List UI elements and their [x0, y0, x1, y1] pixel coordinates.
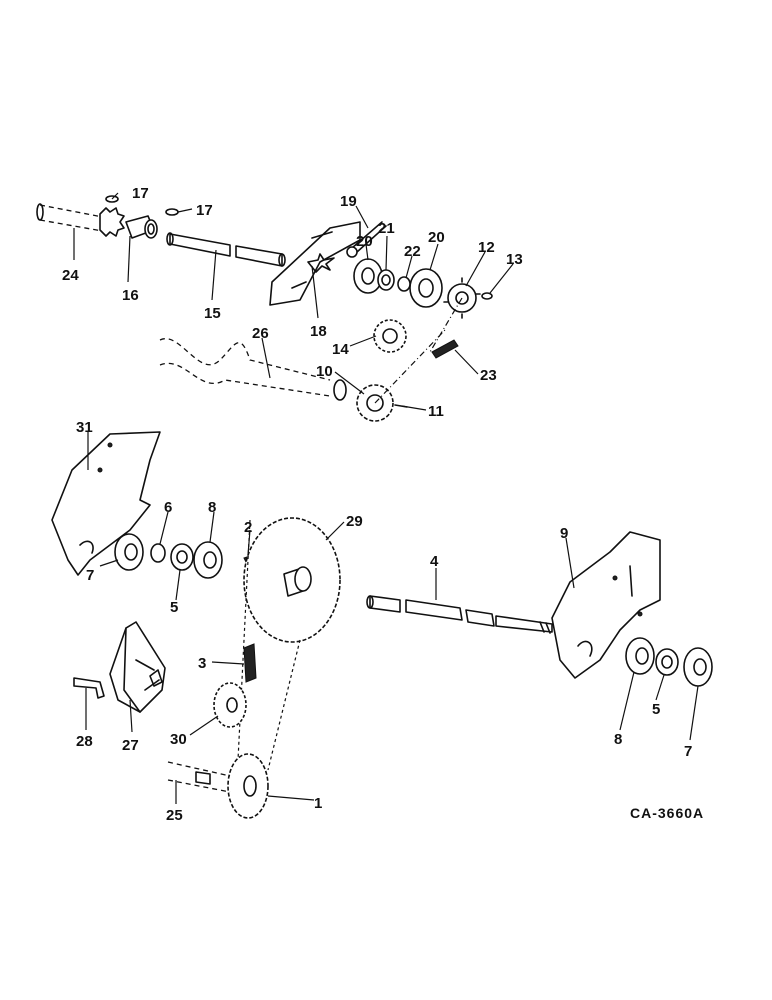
- key-13: [481, 292, 493, 300]
- callout-25: 25: [166, 807, 183, 824]
- callout-13: 13: [506, 251, 523, 268]
- callout-14: 14: [332, 341, 349, 358]
- callout-8a: 8: [208, 499, 216, 516]
- callout-3: 3: [198, 655, 206, 672]
- shaft-25: [167, 761, 231, 793]
- callout-10: 10: [316, 363, 333, 380]
- callout-19: 19: [340, 193, 357, 210]
- star-hub: [99, 207, 125, 237]
- callout-9: 9: [560, 525, 568, 542]
- callout-28: 28: [76, 733, 93, 750]
- bearing-21: [377, 269, 395, 291]
- callout-2: 2: [244, 519, 252, 536]
- flange-8-left: [193, 541, 223, 579]
- coupler-16: [125, 215, 158, 239]
- callout-7b: 7: [684, 743, 692, 760]
- flange-7-left: [114, 533, 144, 571]
- callout-6: 6: [164, 499, 172, 516]
- flange-20b: [409, 268, 443, 308]
- callout-24: 24: [62, 267, 79, 284]
- callout-4: 4: [430, 553, 439, 570]
- callout-5b: 5: [652, 701, 660, 718]
- callout-15: 15: [204, 305, 221, 322]
- flange-8-right: [625, 637, 655, 675]
- clip-28: [73, 677, 105, 699]
- bracket-27: [109, 621, 166, 713]
- callout-1: 1: [314, 795, 322, 812]
- callout-27: 27: [122, 737, 139, 754]
- callout-21: 21: [378, 220, 395, 237]
- callout-29: 29: [346, 513, 363, 530]
- shield-31: [51, 431, 161, 576]
- shaft-24: [36, 203, 109, 233]
- sprocket-30: [213, 682, 247, 728]
- drawing-code: CA-3660A: [630, 805, 704, 821]
- shaft-4: [366, 595, 553, 634]
- callout-20b: 20: [428, 229, 445, 246]
- callout-20a: 20: [356, 233, 373, 250]
- callout-5a: 5: [170, 599, 178, 616]
- leader-lines: [73, 192, 699, 804]
- sprocket-1: [227, 753, 269, 819]
- callout-11: 11: [428, 403, 444, 420]
- plate-18: [269, 221, 361, 306]
- bushing-22: [397, 276, 411, 292]
- bearing-5-left: [170, 543, 194, 571]
- auger-26: [159, 338, 347, 401]
- callout-16: 16: [122, 287, 139, 304]
- plate-9: [551, 531, 661, 679]
- callout-7a: 7: [86, 567, 94, 584]
- callout-17a: 17: [132, 185, 149, 202]
- callout-labels: 17 17 24 16 15 18 19 20 21 22 20 12 13 1…: [62, 185, 692, 824]
- bushing-6: [150, 543, 166, 563]
- bearing-5-right: [655, 648, 679, 676]
- sprocket-29: [243, 517, 341, 643]
- chain-23: [431, 339, 459, 359]
- callout-26: 26: [252, 325, 269, 342]
- pin-17b: [165, 208, 179, 216]
- callout-17b: 17: [196, 202, 213, 219]
- callout-22: 22: [404, 243, 421, 260]
- callout-31: 31: [76, 419, 93, 436]
- flange-7-right: [683, 647, 713, 687]
- callout-8b: 8: [614, 731, 622, 748]
- callout-30: 30: [170, 731, 187, 748]
- shaft-15: [166, 232, 286, 267]
- callout-23: 23: [480, 367, 497, 384]
- callout-18: 18: [310, 323, 327, 340]
- callout-12: 12: [478, 239, 495, 256]
- sprocket-14: [373, 319, 407, 353]
- bolt-19: [346, 221, 387, 258]
